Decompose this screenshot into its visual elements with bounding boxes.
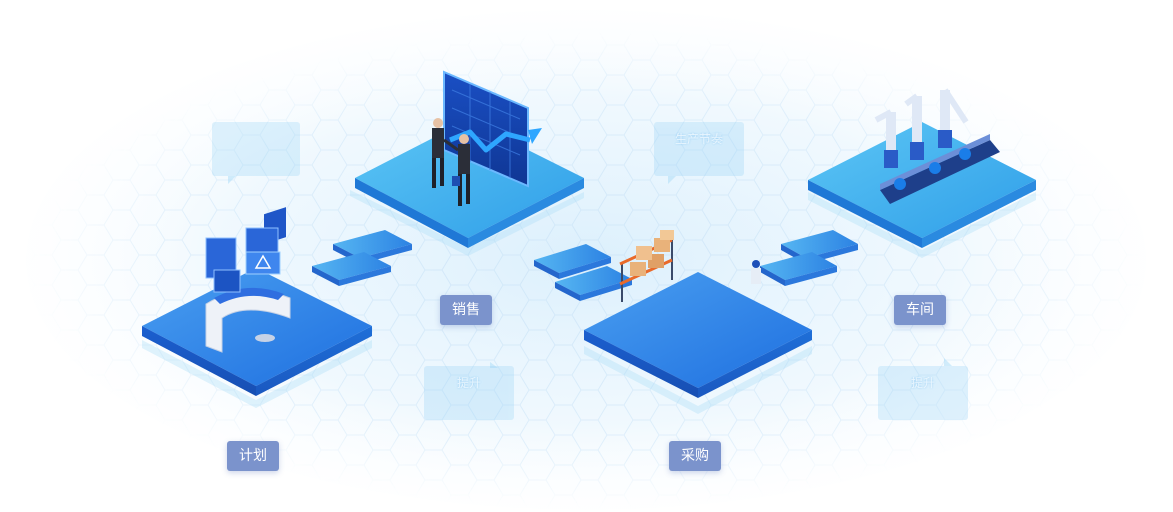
connector-purchase-workshop bbox=[760, 230, 858, 286]
bubble-top-center: 生产节奏 bbox=[654, 122, 744, 176]
connector-plan-sales bbox=[312, 230, 412, 286]
bubble-bottom-center: 提升 bbox=[424, 366, 514, 420]
bubble-tail-top-left bbox=[228, 176, 236, 184]
bubble-tail-top-center bbox=[668, 176, 676, 184]
bubble-tail-bottom-center bbox=[490, 362, 498, 368]
warehouse-shelf-icon bbox=[619, 230, 674, 302]
label-purchase: 采购 bbox=[669, 441, 721, 471]
platform-workshop bbox=[808, 88, 1036, 258]
handshake-people-icon bbox=[432, 118, 470, 206]
platform-purchase bbox=[584, 230, 812, 414]
bubble-top-left bbox=[212, 122, 300, 176]
bubble-bottom-right-line1: 提升 bbox=[910, 376, 935, 390]
bubble-bottom-center-line1: 提升 bbox=[456, 376, 481, 390]
label-workshop: 车间 bbox=[894, 295, 946, 325]
connector-sales-purchase bbox=[534, 244, 632, 301]
control-desk-icon bbox=[205, 207, 291, 353]
platform-plan bbox=[142, 207, 372, 408]
worker-icon bbox=[751, 260, 761, 284]
robot-arm-assembly-icon bbox=[874, 88, 1000, 204]
bubble-tail-bottom-right bbox=[944, 358, 952, 366]
bubble-bottom-right: 提升 bbox=[878, 366, 968, 420]
bubble-top-center-line2: 生产节奏 bbox=[674, 132, 723, 146]
label-sales: 销售 bbox=[440, 295, 492, 325]
label-plan: 计划 bbox=[227, 441, 279, 471]
platform-sales bbox=[350, 70, 584, 256]
warning-icon bbox=[254, 254, 272, 269]
